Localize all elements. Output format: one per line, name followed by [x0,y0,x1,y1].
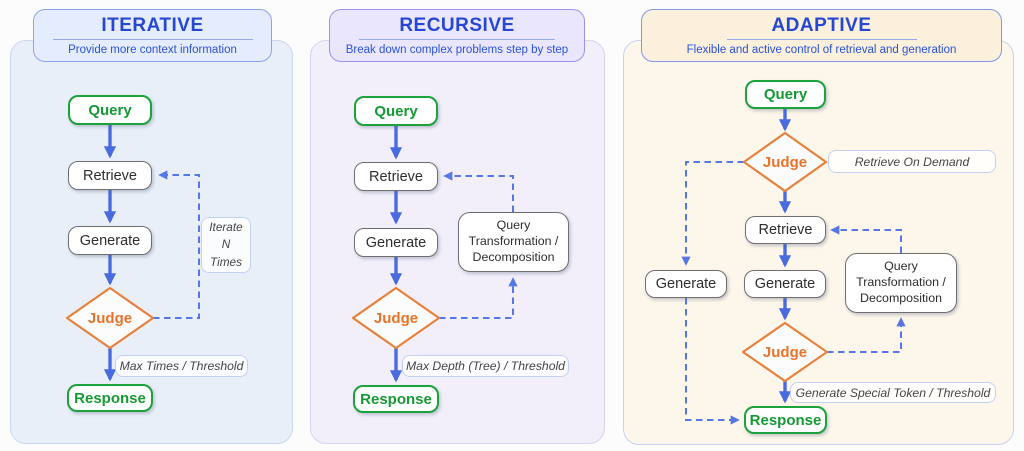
generate-special-token-note: Generate Special Token / Threshold [790,382,996,403]
judge-diamond [742,131,828,193]
generate-node: Generate [354,228,438,257]
generate-node: Generate [68,226,152,255]
panel-title: ADAPTIVE [771,15,872,36]
panel-subtitle: Provide more context information [68,44,237,57]
query-node: Query [68,95,152,125]
judge-label: Judge [762,153,808,171]
header-iterative: ITERATIVE Provide more context informati… [33,9,272,62]
dashed-generate-left-response [685,298,740,425]
query-transformation-node: Query Transformation / Decomposition [845,253,957,313]
response-node: Response [744,406,827,434]
max-depth-threshold-note: Max Depth (Tree) / Threshold [402,355,569,377]
header-adaptive: ADAPTIVE Flexible and active control of … [641,9,1002,62]
dashed-judge-generate-left [681,161,744,266]
retrieve-on-demand-note: Retrieve On Demand [828,150,996,173]
judge-label: Judge [87,309,133,327]
header-recursive: RECURSIVE Break down complex problems st… [329,9,585,62]
generate-left-node: Generate [645,270,727,298]
node-line: Query [496,218,531,233]
panel-title: ITERATIVE [101,15,204,36]
retrieve-node: Retrieve [745,216,826,244]
generate-node: Generate [744,270,826,298]
panel-subtitle: Flexible and active control of retrieval… [686,44,957,57]
iterate-n-times-note: Iterate N Times [201,217,251,273]
node-line: Decomposition [472,249,555,264]
query-transformation-node: Query Transformation / Decomposition [458,212,569,272]
dashed-transform-retrieve [443,171,514,212]
dashed-judge2-transform [827,317,906,353]
judge-diamond [741,321,829,383]
response-node: Response [67,384,153,412]
judge-diamond [65,286,155,350]
node-line: Transformation / [468,234,559,249]
dashed-judge-transform [439,277,518,319]
judge-label: Judge [373,309,419,327]
node-line: Query [884,259,918,274]
note-line: Iterate [209,220,243,235]
title-underline [52,38,253,41]
dashed-loop-judge-retrieve [153,170,200,319]
query-node: Query [745,80,826,109]
note-line: N [221,237,231,252]
title-underline [726,38,917,41]
dashed-transform-retrieve [830,225,902,253]
retrieve-node: Retrieve [68,161,152,190]
judge-label: Judge [762,343,808,361]
query-node: Query [354,96,438,126]
judge-diamond [351,286,441,350]
node-line: Transformation / [856,275,946,290]
note-line: Times [209,254,242,269]
panel-subtitle: Break down complex problems step by step [345,44,569,57]
node-line: Decomposition [860,290,942,305]
panel-title: RECURSIVE [399,15,515,36]
retrieve-node: Retrieve [354,162,438,191]
max-times-threshold-note: Max Times / Threshold [115,355,248,377]
title-underline [359,38,555,41]
response-node: Response [353,385,439,413]
